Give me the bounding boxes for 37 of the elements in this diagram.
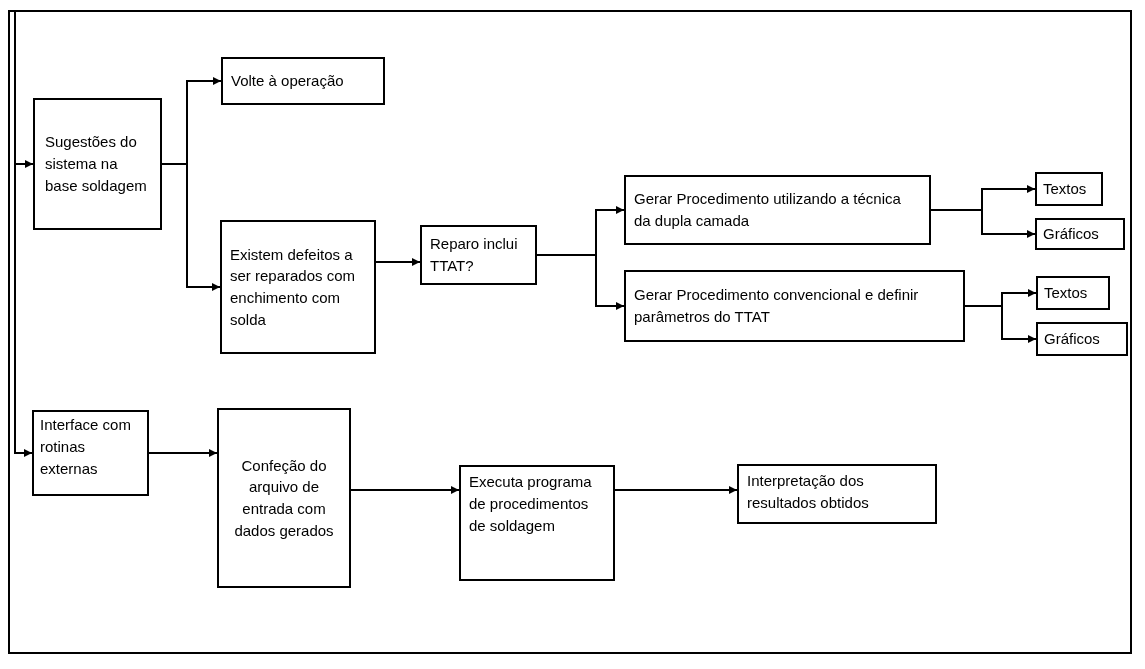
process-box bbox=[221, 57, 385, 105]
arrow bbox=[964, 305, 1037, 343]
process-box bbox=[1035, 218, 1125, 250]
arrow bbox=[375, 258, 421, 266]
process-box bbox=[624, 175, 931, 245]
arrow bbox=[930, 209, 1036, 238]
arrow bbox=[614, 486, 738, 494]
box-text: Gerar Procedimento convencional e definir parâmetros do TTAT bbox=[634, 285, 920, 327]
box-text: Gráficos bbox=[1043, 224, 1099, 245]
box-text: Textos bbox=[1043, 179, 1087, 200]
box-text: Volte à operação bbox=[231, 71, 344, 92]
arrow bbox=[161, 163, 221, 291]
box-text: Textos bbox=[1044, 283, 1088, 304]
process-box bbox=[1036, 276, 1110, 310]
process-box bbox=[33, 98, 162, 230]
process-box bbox=[624, 270, 965, 342]
arrow bbox=[536, 254, 625, 310]
arrow bbox=[14, 11, 33, 457]
arrow bbox=[350, 486, 460, 494]
process-box bbox=[220, 220, 376, 354]
box-text: Gráficos bbox=[1044, 329, 1100, 350]
process-box bbox=[420, 225, 537, 285]
process-box bbox=[32, 410, 149, 496]
box-text: Executa programa de procedimentos de soldagem bbox=[469, 472, 593, 536]
box-text: Interpretação dos resultados obtidos bbox=[747, 471, 870, 513]
process-box bbox=[459, 465, 615, 581]
box-text: Confeção do arquivo de entrada com dados gerados bbox=[233, 455, 335, 541]
process-box bbox=[217, 408, 351, 588]
box-text: Gerar Procedimento utilizando a técnica da dupla camada bbox=[634, 189, 902, 231]
process-box bbox=[737, 464, 937, 524]
box-text: Reparo inclui TTAT? bbox=[430, 234, 519, 276]
box-text: Existem defeitos a ser reparados com enchimento com solda bbox=[230, 244, 357, 330]
arrow bbox=[148, 449, 218, 457]
box-text: Sugestões do sistema na base soldagem bbox=[45, 132, 148, 196]
box-text: Interface com rotinas externas bbox=[40, 415, 132, 479]
process-box bbox=[1035, 172, 1103, 206]
process-box bbox=[1036, 322, 1128, 356]
